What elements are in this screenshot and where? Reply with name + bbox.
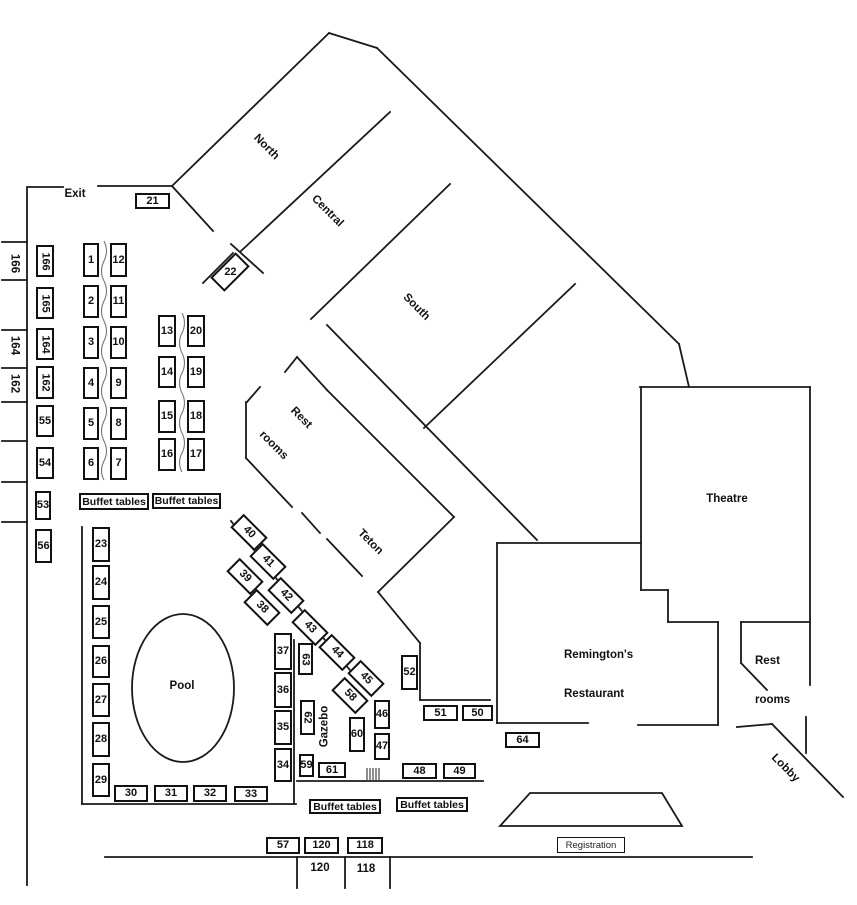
booth-47: 47 — [374, 733, 390, 760]
buffet-tables-label: Buffet tables — [152, 493, 221, 509]
restrooms-left-line1: Rest — [288, 404, 315, 431]
curtain-dividers — [100, 240, 186, 481]
booth-37: 37 — [274, 633, 292, 670]
booth-55: 55 — [36, 405, 54, 437]
booth-35: 35 — [274, 710, 292, 745]
booth-51: 51 — [423, 705, 458, 721]
booth-56: 56 — [35, 529, 52, 563]
registration-label: Registration — [557, 837, 625, 853]
booth-3: 3 — [83, 326, 99, 359]
booth-48: 48 — [402, 763, 437, 779]
booth-49: 49 — [443, 763, 476, 779]
remingtons-line2: Restaurant — [564, 688, 625, 700]
gazebo-label: Gazebo — [318, 705, 331, 748]
booth-5: 5 — [83, 407, 99, 440]
booth-28: 28 — [92, 722, 110, 757]
booth-61: 61 — [318, 762, 346, 778]
booth-52: 52 — [401, 655, 418, 690]
booth-21: 21 — [135, 193, 170, 209]
buffet-tables-label: Buffet tables — [396, 797, 468, 812]
restrooms-left-line2: rooms — [256, 428, 291, 463]
booth-29: 29 — [92, 763, 110, 797]
booth-165: 165 — [36, 287, 54, 319]
booth-18: 18 — [187, 400, 205, 433]
room-label-theatre: Theatre — [706, 493, 748, 505]
booth-33: 33 — [234, 786, 268, 802]
booth-46: 46 — [374, 700, 390, 729]
booth-12: 12 — [110, 243, 127, 277]
booth-62: 62 — [300, 700, 315, 735]
booth-27: 27 — [92, 683, 110, 717]
booth-57: 57 — [266, 837, 300, 854]
booth-11: 11 — [110, 285, 127, 318]
buffet-tables-label: Buffet tables — [79, 493, 149, 510]
buffet-tables-label: Buffet tables — [309, 799, 381, 814]
booth-34: 34 — [274, 748, 292, 782]
booth-166: 166 — [36, 245, 54, 277]
booth-60: 60 — [349, 717, 365, 752]
booth-14: 14 — [158, 356, 176, 388]
booth-10: 10 — [110, 326, 127, 359]
booth-23: 23 — [92, 527, 110, 562]
booth-50: 50 — [462, 705, 493, 721]
booth-8: 8 — [110, 407, 127, 440]
booth-4: 4 — [83, 367, 99, 399]
wall-section-164: 164 — [8, 335, 21, 356]
room-label-restrooms-right: Rest rooms — [755, 629, 805, 733]
booth-6: 6 — [83, 447, 99, 480]
remingtons-line1: Remington's — [564, 649, 634, 661]
booth-15: 15 — [158, 400, 176, 433]
booth-30: 30 — [114, 785, 148, 802]
booth-59: 59 — [299, 754, 314, 777]
booth-120: 120 — [304, 837, 339, 854]
booth-31: 31 — [154, 785, 188, 802]
booth-16: 16 — [158, 438, 176, 471]
booth-32: 32 — [193, 785, 227, 802]
booth-17: 17 — [187, 438, 205, 471]
section-label-118: 118 — [356, 863, 376, 875]
booth-1: 1 — [83, 243, 99, 277]
room-label-remingtons: Remington's Restaurant — [564, 623, 664, 727]
pool-label: Pool — [169, 680, 195, 692]
hatch-marks — [366, 768, 380, 781]
booth-9: 9 — [110, 367, 127, 399]
booth-63: 63 — [298, 643, 313, 675]
booth-7: 7 — [110, 447, 127, 480]
booth-20: 20 — [187, 315, 205, 347]
booth-53: 53 — [35, 491, 51, 520]
booth-24: 24 — [92, 565, 110, 600]
exit-label: Exit — [64, 188, 86, 200]
booth-64: 64 — [505, 732, 540, 748]
booth-164: 164 — [36, 328, 54, 360]
booth-13: 13 — [158, 315, 176, 347]
restrooms-right-line2: rooms — [755, 694, 791, 706]
booth-36: 36 — [274, 672, 292, 708]
wall-section-162: 162 — [8, 373, 21, 394]
booth-2: 2 — [83, 285, 99, 318]
booth-19: 19 — [187, 356, 205, 388]
booth-54: 54 — [36, 447, 54, 479]
section-label-120: 120 — [310, 862, 330, 874]
booth-26: 26 — [92, 645, 110, 678]
restrooms-right-line1: Rest — [755, 655, 780, 667]
booth-25: 25 — [92, 605, 110, 639]
booth-162: 162 — [36, 366, 54, 399]
wall-section-166: 166 — [8, 253, 21, 274]
booth-118: 118 — [347, 837, 383, 854]
